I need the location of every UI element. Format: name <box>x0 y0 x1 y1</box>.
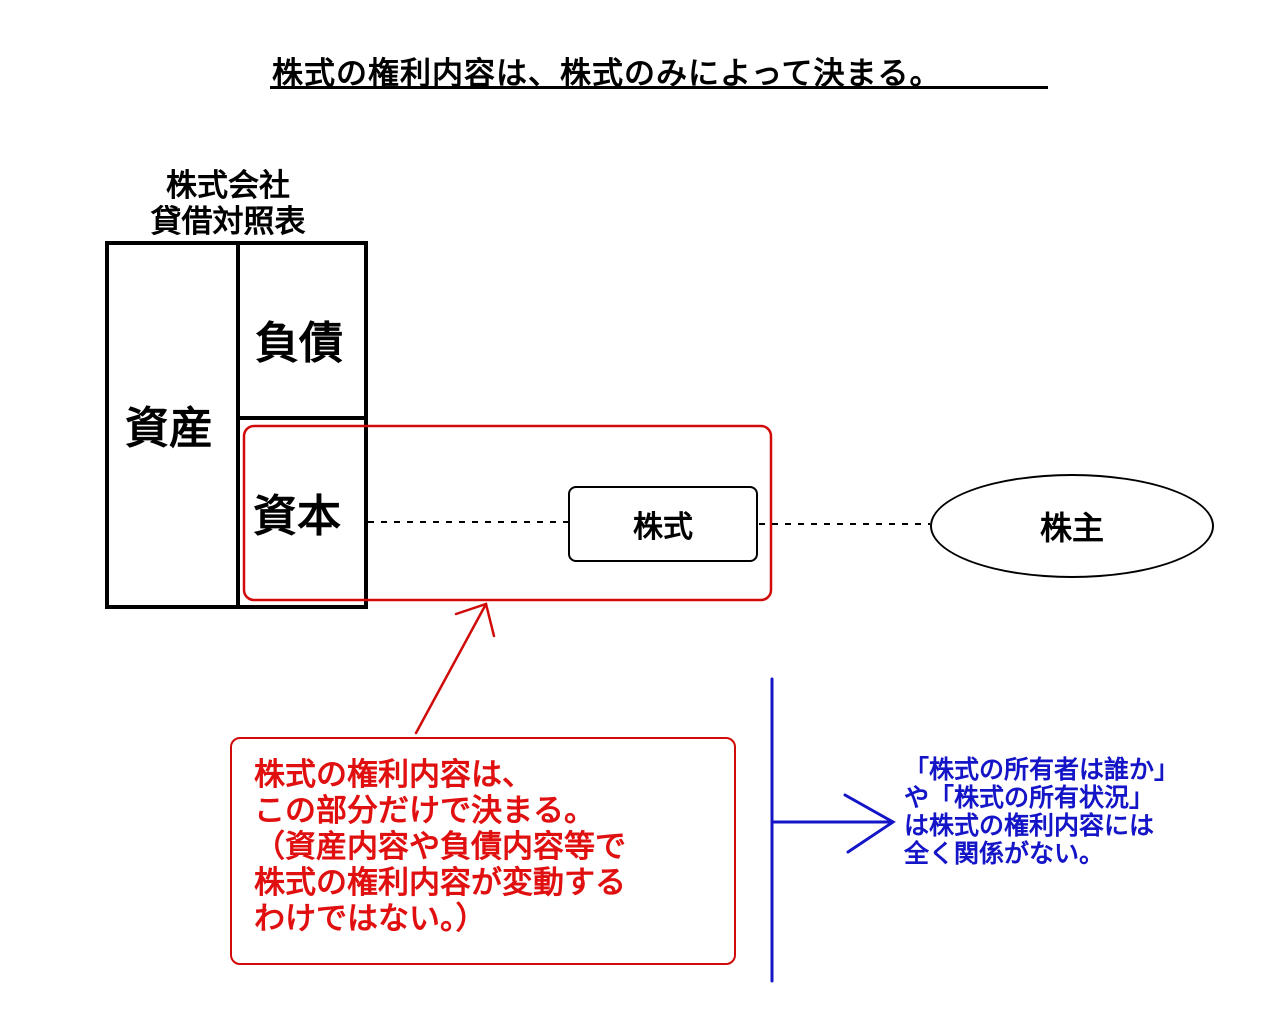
red-note-line: 株式の権利内容が変動する <box>254 865 626 901</box>
capital-highlight-box <box>242 424 773 602</box>
shares-label: 株式 <box>633 510 693 545</box>
blue-note-line: 全く関係がない。 <box>904 839 1105 868</box>
capital-label: 資本 <box>253 491 341 542</box>
shares-node: 株式 <box>568 486 758 562</box>
blue-note-line: 「株式の所有者は誰か」 <box>904 755 1180 784</box>
red-note-box: 株式の権利内容は、 この部分だけで決まる。 （資産内容や負債内容等で 株式の権利… <box>230 737 736 965</box>
blue-note: 「株式の所有者は誰か」 や「株式の所有状況」 は株式の権利内容には 全く関係がな… <box>904 756 1179 868</box>
shareholder-node: 株主 <box>930 474 1214 578</box>
assets-label: 資産 <box>125 403 213 454</box>
title-underline <box>270 86 1048 89</box>
red-note-line: この部分だけで決まる。 <box>254 793 595 829</box>
shareholder-label: 株主 <box>1039 509 1104 547</box>
liabilities-label: 負債 <box>255 318 343 369</box>
blue-note-line: は株式の権利内容には <box>904 811 1155 840</box>
red-note-line: 株式の権利内容は、 <box>254 757 533 793</box>
caption-line-company: 株式会社 <box>166 168 290 204</box>
blue-bracket-arrow <box>770 677 896 983</box>
red-note-line: （資産内容や負債内容等で <box>254 829 626 865</box>
balance-sheet-caption: 株式会社 貸借対照表 <box>106 168 350 240</box>
blue-note-line: や「株式の所有状況」 <box>904 783 1155 812</box>
caption-line-balance-sheet: 貸借対照表 <box>150 204 306 240</box>
red-note-line: わけではない。） <box>254 901 487 937</box>
red-pointer-arrow <box>414 602 496 735</box>
